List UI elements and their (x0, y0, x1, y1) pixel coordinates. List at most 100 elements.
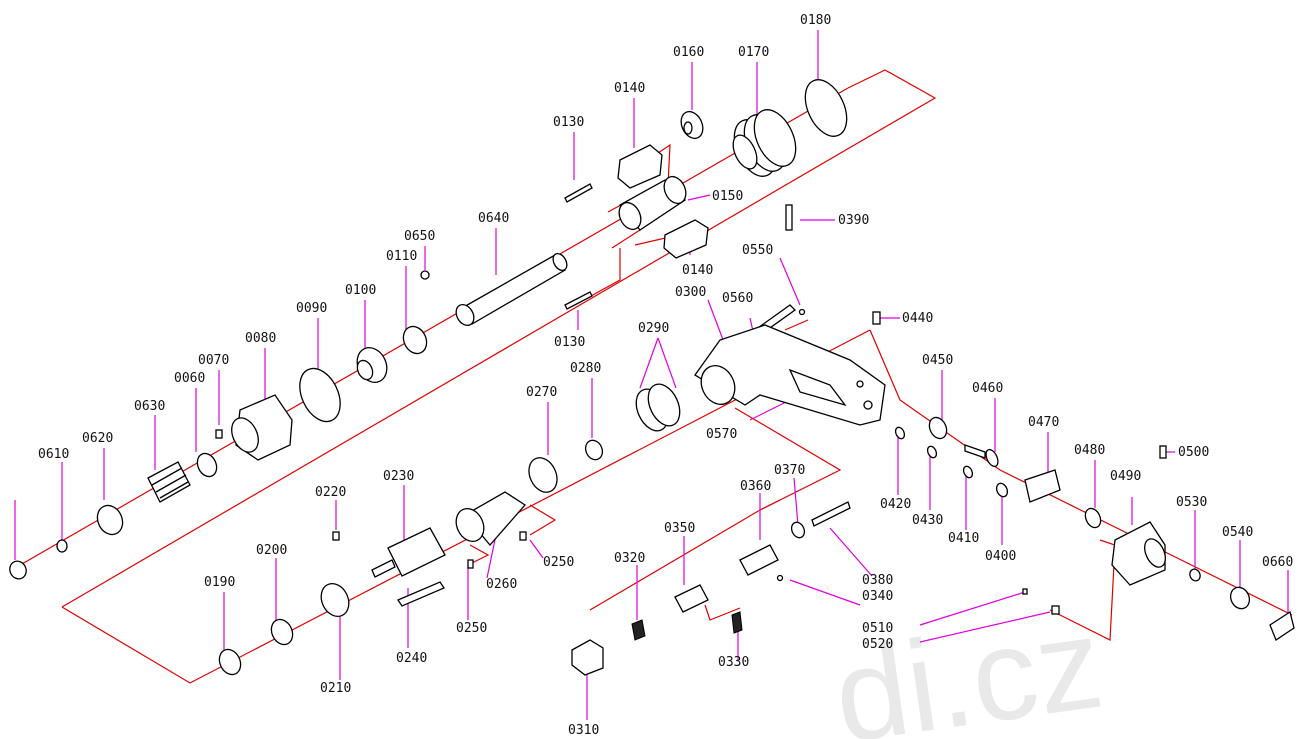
label-0500: 0500 (1178, 445, 1209, 460)
label-0280: 0280 (570, 361, 601, 376)
label-0510: 0510 (862, 621, 893, 636)
part-end-nut (9, 560, 27, 580)
label-0250-lower: 0250 (456, 621, 487, 636)
part-0470-spring (1024, 469, 1061, 503)
label-0260: 0260 (486, 577, 517, 592)
label-0620: 0620 (82, 431, 113, 446)
part-0110-bushing (402, 325, 428, 355)
label-0480: 0480 (1074, 443, 1105, 458)
part-0100-bearing-cap (356, 346, 388, 384)
parts (9, 79, 1295, 676)
part-0240-vane (397, 581, 445, 607)
label-0650: 0650 (404, 229, 435, 244)
label-0410: 0410 (948, 531, 979, 546)
label-0390: 0390 (838, 213, 869, 228)
part-0080-front-housing (231, 394, 293, 461)
part-0620-nut (96, 504, 124, 536)
label-0540: 0540 (1222, 525, 1253, 540)
label-0530: 0530 (1176, 495, 1207, 510)
part-0500-screw (1159, 445, 1167, 459)
label-0160: 0160 (673, 45, 704, 60)
label-0130-top: 0130 (553, 115, 584, 130)
label-0180: 0180 (800, 13, 831, 28)
part-0610-ring (56, 539, 68, 553)
label-0640: 0640 (478, 211, 509, 226)
part-0430-washer (926, 445, 938, 459)
leader-lines (14, 30, 1289, 720)
part-0160-end-plate (680, 110, 704, 140)
part-0410-washer (962, 465, 974, 479)
part-0630-cage (147, 461, 191, 503)
part-0440-screw (872, 311, 881, 325)
label-0140-top: 0140 (614, 81, 645, 96)
part-0250-pin-b (467, 559, 474, 569)
label-0370: 0370 (774, 463, 805, 478)
part-0420-washer (894, 426, 906, 440)
part-0180-o-ring (804, 79, 848, 137)
label-0440: 0440 (902, 311, 933, 326)
part-0290-ring-b (647, 383, 681, 427)
part-0250-pin-a (519, 531, 527, 541)
part-labels: 0180 0170 0160 0140 0130 0150 0140 0640 … (38, 13, 1293, 738)
part-0400-ring (995, 482, 1009, 498)
label-0610: 0610 (38, 447, 69, 462)
label-0220: 0220 (315, 485, 346, 500)
label-0310: 0310 (568, 723, 599, 738)
part-0230-rotor (371, 527, 446, 578)
label-0340: 0340 (862, 589, 893, 604)
label-0070: 0070 (198, 353, 229, 368)
label-0430: 0430 (912, 513, 943, 528)
label-0090: 0090 (296, 301, 327, 316)
label-0360: 0360 (740, 479, 771, 494)
part-0490-cover (1111, 521, 1166, 586)
label-0230: 0230 (383, 469, 414, 484)
part-0190-bearing (218, 648, 242, 676)
label-0270: 0270 (526, 385, 557, 400)
label-0250-right: 0250 (543, 555, 574, 570)
part-0340-ball (776, 574, 784, 582)
part-0330-spring (731, 611, 743, 634)
part-0070-key (215, 429, 223, 439)
part-0300-main-body (694, 324, 886, 426)
part-0310-trigger (571, 639, 604, 676)
part-0450-bushing (928, 416, 948, 440)
label-0190: 0190 (204, 575, 235, 590)
part-0130-pin-lower (564, 291, 593, 310)
part-0270-end-plate (528, 457, 558, 493)
part-0210-front-plate (320, 582, 350, 618)
part-0520-plug (1051, 605, 1060, 615)
part-0480-o-ring (1084, 507, 1102, 529)
label-0660: 0660 (1262, 555, 1293, 570)
label-0130-lower: 0130 (554, 335, 585, 350)
label-0400: 0400 (985, 549, 1016, 564)
part-0460-valve-stem (964, 444, 999, 468)
label-0290: 0290 (638, 321, 669, 336)
label-0330: 0330 (718, 655, 749, 670)
part-0650-ball (420, 270, 430, 280)
part-0370-ring (790, 521, 806, 539)
label-0100: 0100 (345, 283, 376, 298)
part-0200-bearing (270, 618, 294, 646)
label-0300: 0300 (675, 285, 706, 300)
label-0210: 0210 (320, 681, 351, 696)
label-0450: 0450 (922, 353, 953, 368)
part-0140-top-block (617, 144, 663, 189)
label-0240: 0240 (396, 651, 427, 666)
part-0510-pin (1022, 588, 1028, 595)
assembly-axes (14, 69, 1293, 684)
part-0380-valve-pin (811, 501, 851, 527)
label-0170: 0170 (738, 45, 769, 60)
part-0660-fitting (1269, 610, 1295, 641)
part-0140-bottom-block (663, 219, 709, 259)
part-0550-ball (798, 308, 806, 316)
label-0060: 0060 (174, 371, 205, 386)
label-0460: 0460 (972, 381, 1003, 396)
label-0140-bottom: 0140 (682, 263, 713, 278)
label-0550: 0550 (742, 243, 773, 258)
label-0150: 0150 (712, 189, 743, 204)
part-0640-shaft (455, 252, 568, 326)
part-0280-bearing (584, 439, 604, 461)
part-0150-cylinder (618, 175, 687, 231)
label-0380: 0380 (862, 573, 893, 588)
part-0090-o-ring (299, 367, 341, 423)
